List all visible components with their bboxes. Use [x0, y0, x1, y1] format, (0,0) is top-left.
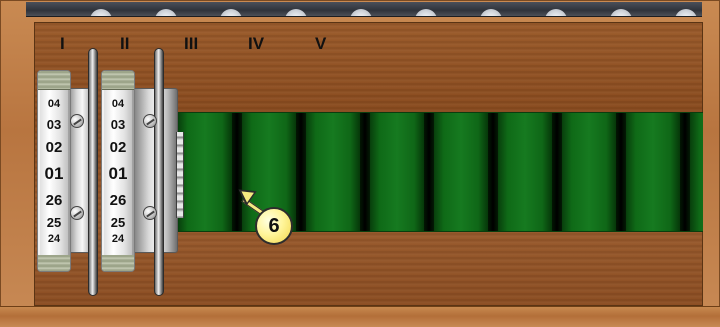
slot-divider — [680, 113, 690, 231]
top-knob — [610, 9, 632, 17]
top-knob — [285, 9, 307, 17]
empty-slot[interactable] — [626, 113, 680, 231]
empty-slot[interactable] — [562, 113, 616, 231]
slot-divider — [616, 113, 626, 231]
wheel-number: 04 — [38, 99, 70, 110]
wheel-number: 04 — [102, 99, 134, 110]
wheel-label-iii: III — [184, 34, 198, 54]
rotor-wheel-ii[interactable]: 04 03 02 01 26 25 24 — [101, 70, 135, 272]
wheel-label-v: V — [315, 34, 326, 54]
wheel-label-row: I II III IV V — [0, 34, 720, 54]
top-knob — [220, 9, 242, 17]
wheel-number: 25 — [102, 216, 134, 229]
screw-icon — [70, 114, 84, 128]
wheel-number: 26 — [102, 193, 134, 208]
top-knob — [545, 9, 567, 17]
wheel-axle-ii — [154, 48, 164, 296]
slot-divider — [296, 113, 306, 231]
empty-slot[interactable] — [178, 113, 232, 231]
wheel-number: 02 — [102, 140, 134, 155]
screw-icon — [70, 206, 84, 220]
top-knob — [415, 9, 437, 17]
top-knob — [155, 9, 177, 17]
wheel-number: 26 — [38, 193, 70, 208]
empty-wheel-slots — [178, 112, 703, 232]
step-callout: 6 — [255, 207, 293, 245]
slot-divider — [488, 113, 498, 231]
slot-divider — [360, 113, 370, 231]
wheel-axle-i — [88, 48, 98, 296]
screw-icon — [143, 114, 157, 128]
wheel-bottom-grip — [38, 255, 70, 272]
wheel-number: 03 — [102, 118, 134, 131]
callout-number: 6 — [268, 215, 279, 238]
wheel-top-grip — [102, 71, 134, 90]
wheel-number: 24 — [38, 234, 70, 245]
empty-slot[interactable] — [690, 113, 703, 231]
wheel-label-iv: IV — [248, 34, 264, 54]
wheel-number: 24 — [102, 234, 134, 245]
top-rail — [26, 2, 702, 17]
rotor-wheel-i[interactable]: 04 03 02 01 26 25 24 — [37, 70, 71, 272]
slot-divider — [552, 113, 562, 231]
wheel-number-current: 01 — [38, 165, 70, 182]
top-knob — [675, 9, 697, 17]
empty-slot[interactable] — [498, 113, 552, 231]
wheel-number: 25 — [38, 216, 70, 229]
empty-slot[interactable] — [434, 113, 488, 231]
wheel-bottom-grip — [102, 255, 134, 272]
slot-divider — [424, 113, 434, 231]
slot-divider — [232, 113, 242, 231]
top-knob — [90, 9, 112, 17]
bottom-rail — [0, 306, 720, 327]
wheel-number: 02 — [38, 140, 70, 155]
wheel-number: 03 — [38, 118, 70, 131]
screw-icon — [143, 206, 157, 220]
contact-pins — [176, 132, 184, 218]
wheel-top-grip — [38, 71, 70, 90]
empty-slot[interactable] — [306, 113, 360, 231]
wheel-label-ii: II — [120, 34, 129, 54]
empty-slot[interactable] — [370, 113, 424, 231]
top-knob — [350, 9, 372, 17]
wheel-number-current: 01 — [102, 165, 134, 182]
top-knob — [480, 9, 502, 17]
wheel-label-i: I — [60, 34, 65, 54]
